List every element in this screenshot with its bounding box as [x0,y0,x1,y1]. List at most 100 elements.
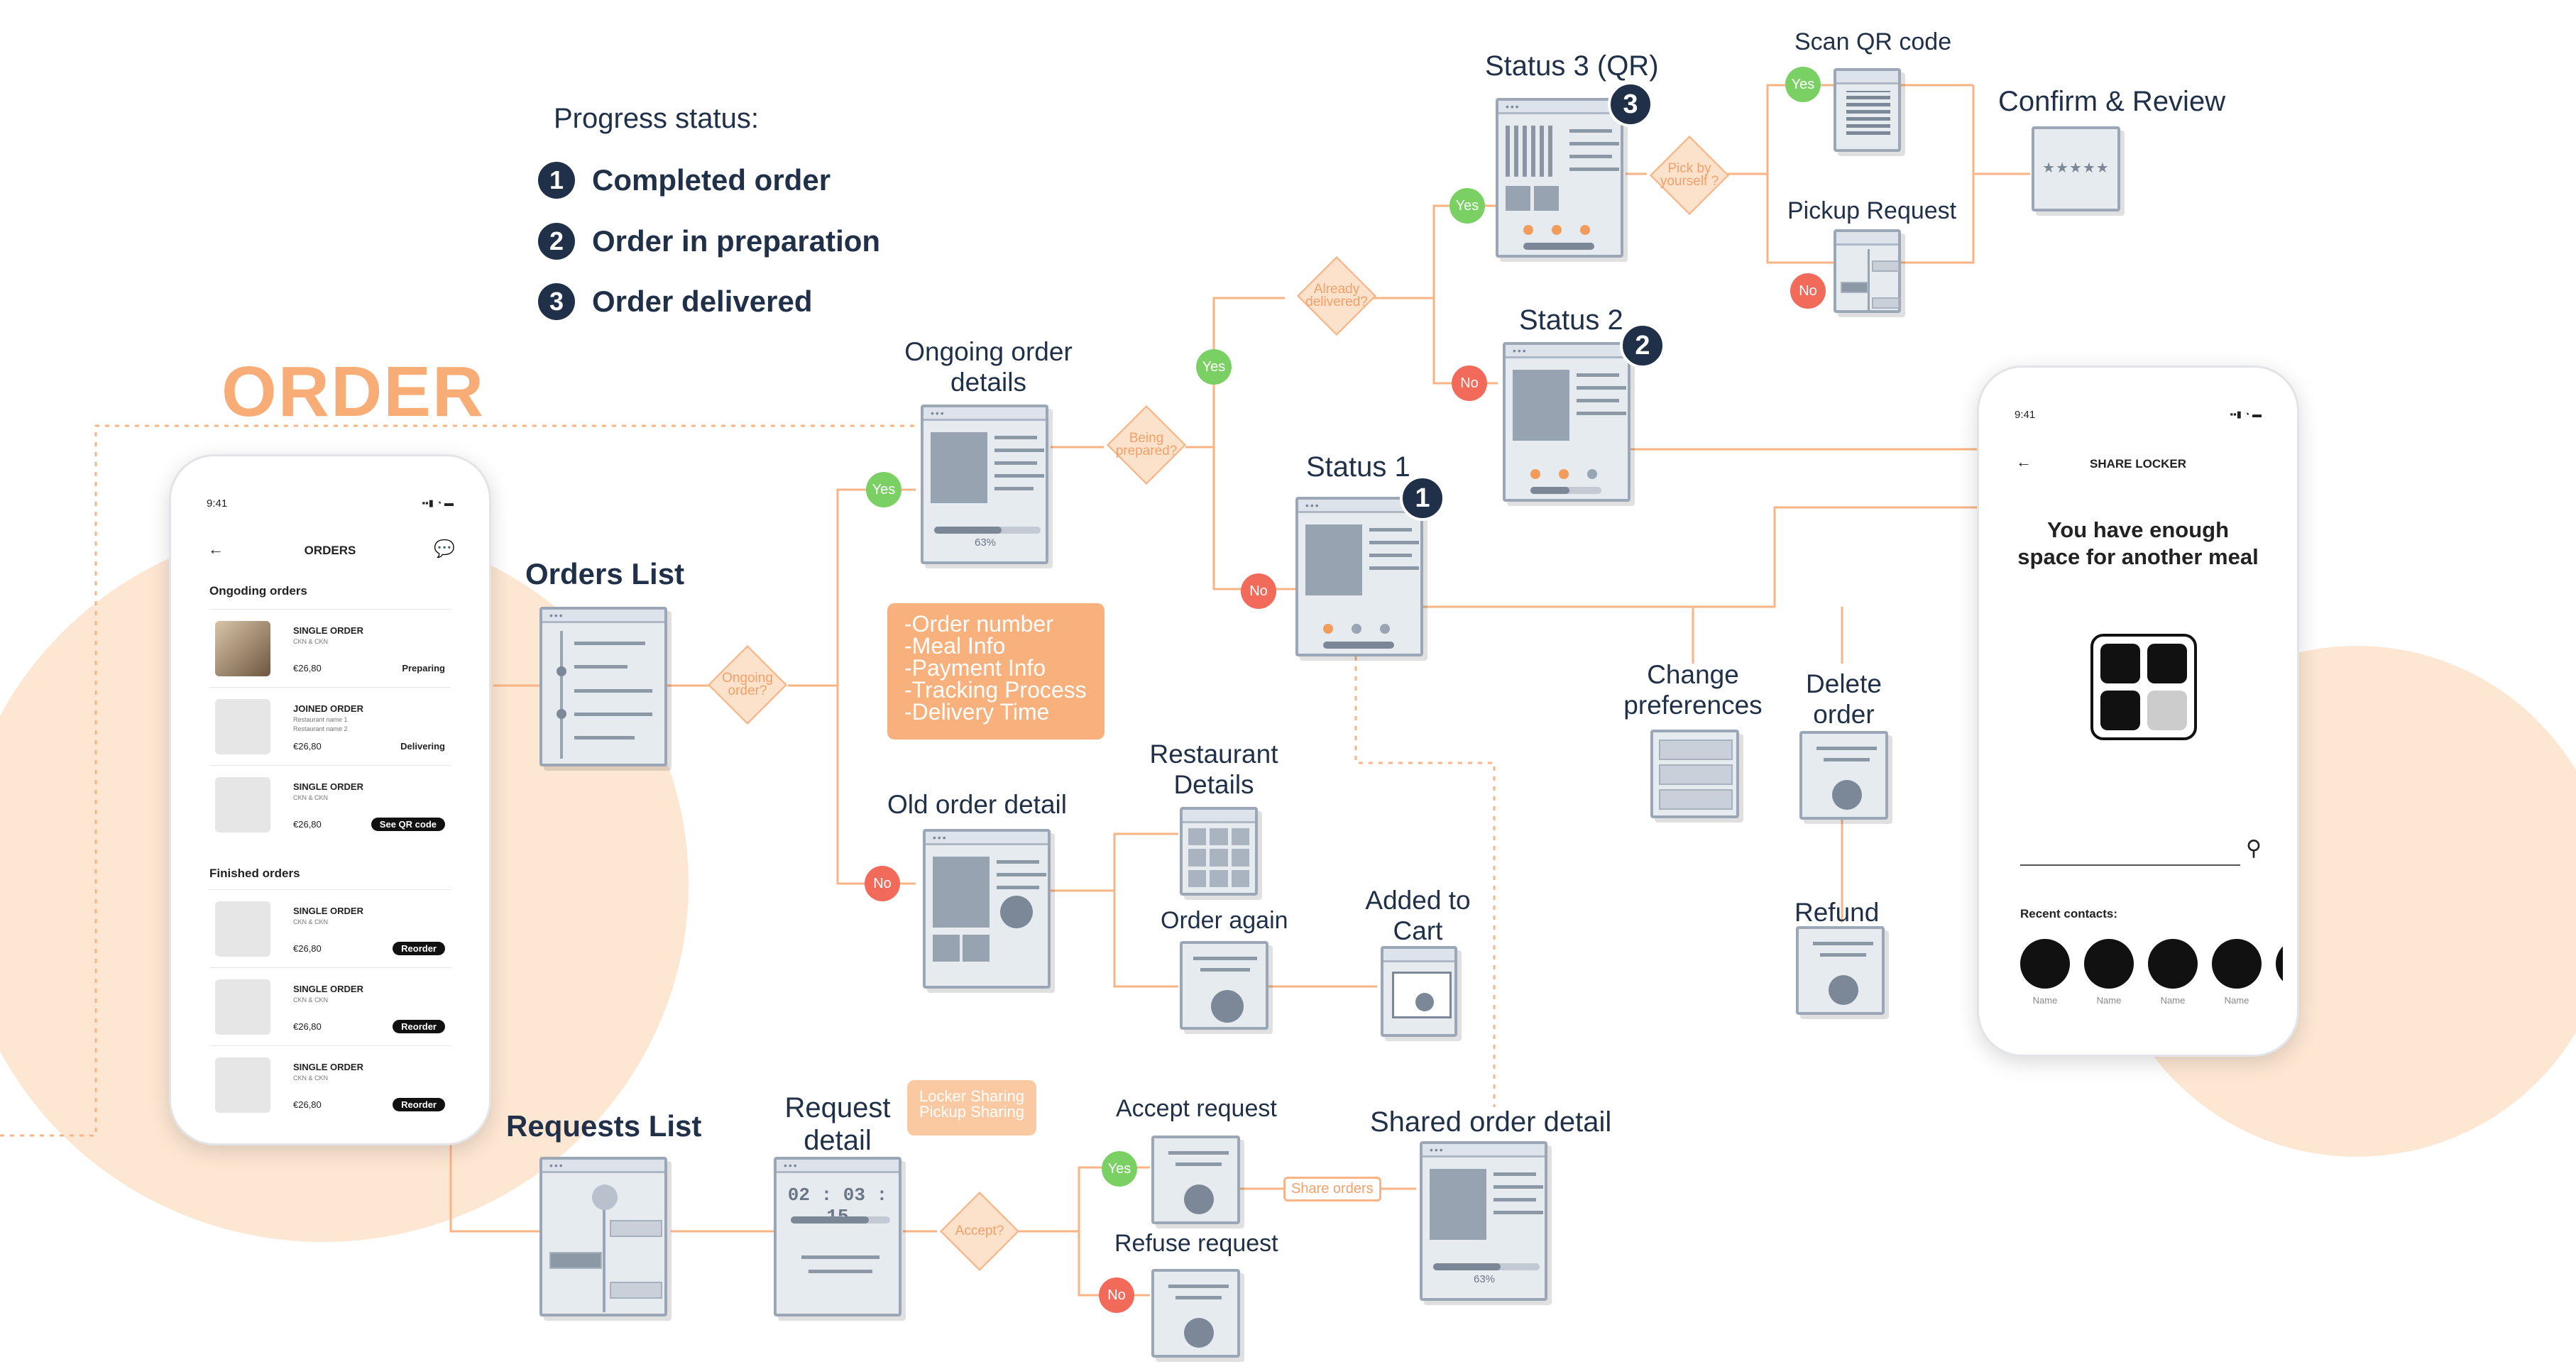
yes-badge: Yes [866,472,901,507]
phone-screen: 9:41 ▪▪▮ ◔ ▬ ← SHARE LOCKER You have eno… [1993,382,2283,1040]
status-time: 9:41 [2015,409,2036,421]
ongoing-order-wireframe[interactable]: ••• 63% [921,405,1048,564]
list-item[interactable]: SINGLE ORDER CKN & CKN €26,80 Preparing [209,609,451,688]
request-detail-label: Request detail [784,1092,891,1156]
reorder-button[interactable]: Reorder [393,942,445,955]
callout-item: Pickup Sharing [919,1103,1024,1121]
ongoing-heading: Ongoding orders [209,584,307,598]
meal-photo-placeholder [215,1057,270,1113]
pickup-request-label: Pickup Request [1787,197,1957,224]
orders-list-wireframe[interactable]: ••• [539,607,667,766]
recent-contacts-heading: Recent contacts: [2020,907,2117,920]
check-icon [1000,896,1033,928]
order-price: €26,80 [293,1021,322,1032]
status1-label: Status 1 [1306,451,1410,483]
added-to-cart-label: Added to Cart [1365,886,1471,945]
meal-photo-placeholder [215,699,270,754]
decision-ongoing-order: Ongoing order? [707,644,788,725]
list-item[interactable]: SINGLE ORDER CKN & CKN €26,80 See QR cod… [209,765,451,844]
contact-name: Name [2096,995,2122,1006]
legend-item-completed: 1 Completed order [538,159,831,202]
order-subtitle: CKN & CKN [293,638,329,645]
contact-name: Name [2160,995,2186,1006]
delete-order-label: Delete order [1806,669,1882,729]
refresh-icon [1211,990,1244,1023]
contact-avatar[interactable] [2148,939,2198,989]
meal-photo-placeholder [215,979,270,1035]
change-preferences-wireframe[interactable] [1650,730,1739,818]
order-price: €26,80 [293,1099,322,1110]
locker-grid-icon [2090,634,2197,740]
legend-heading: Progress status: [554,103,760,134]
delete-order-wireframe[interactable] [1799,731,1888,820]
order-subtitle-2: Restaurant name 2 [293,725,348,732]
finished-heading: Finished orders [209,867,300,880]
order-again-wireframe[interactable] [1180,941,1268,1030]
decision-being-prepared: Being prepared? [1106,405,1187,485]
contact-avatar[interactable] [2020,939,2070,989]
callout-item: -Meal Info [904,633,1006,659]
signal-battery-icon: ▪▪▮ ◔ ▬ [422,497,454,508]
order-price: €26,80 [293,819,322,830]
contact-avatar[interactable] [2276,939,2283,989]
yes-badge: Yes [1449,188,1485,224]
orders-list-label: Orders List [525,557,685,590]
list-item[interactable]: SINGLE ORDER CKN & CKN €26,80 Reorder [209,889,451,968]
added-to-cart-wireframe[interactable] [1381,946,1457,1037]
status1-wireframe[interactable]: ••• [1295,497,1423,656]
back-arrow-icon[interactable]: ← [2016,453,2032,471]
contact-avatar[interactable] [2212,939,2262,989]
list-item[interactable]: SINGLE ORDER CKN & CKN €26,80 Reorder [209,1045,451,1124]
contact-name: Na [2276,995,2283,1006]
order-subtitle: CKN & CKN [293,1074,329,1082]
sharing-callout: Locker Sharing Pickup Sharing [907,1080,1036,1136]
refuse-request-wireframe[interactable] [1151,1269,1240,1358]
requests-list-wireframe[interactable]: ••• [539,1157,667,1316]
accept-request-wireframe[interactable] [1151,1136,1240,1224]
legend-label: Order in preparation [592,224,881,258]
yes-badge: Yes [1785,67,1821,102]
list-item[interactable]: JOINED ORDER Restaurant name 1 Restauran… [209,687,451,766]
check-icon [1829,975,1858,1005]
contact-avatar[interactable] [2084,939,2134,989]
status2-wireframe[interactable]: ••• [1503,342,1630,502]
back-arrow-icon[interactable]: ← [208,540,224,558]
restaurant-details-wireframe[interactable] [1180,807,1258,896]
request-detail-wireframe[interactable]: ••• 02 : 03 : 15 [774,1157,901,1316]
no-badge: No [1790,273,1826,309]
old-order-wireframe[interactable]: ••• [923,829,1051,989]
refund-label: Refund [1794,898,1880,927]
check-icon [1184,1184,1214,1214]
status2-label: Status 2 [1519,304,1623,336]
refund-wireframe[interactable] [1796,926,1885,1015]
scan-qr-wireframe[interactable] [1834,68,1901,152]
no-badge: No [1099,1277,1134,1313]
status3-number-badge: 3 [1608,82,1653,127]
status3-wireframe[interactable]: ••• [1496,98,1623,258]
old-order-detail-label: Old order detail [887,790,1067,819]
shared-order-wireframe[interactable]: ••• 63% [1420,1141,1547,1301]
meal-photo [215,621,270,676]
shared-order-detail-label: Shared order detail [1370,1106,1612,1138]
close-icon [1184,1318,1214,1348]
reorder-button[interactable]: Reorder [393,1020,445,1033]
yes-badge: Yes [1196,349,1232,385]
progress-percentage: 63% [1474,1273,1496,1285]
reorder-button[interactable]: Reorder [393,1098,445,1111]
scan-qr-label: Scan QR code [1794,28,1952,55]
search-input[interactable] [2020,843,2240,866]
status3-label: Status 3 (QR) [1485,50,1659,82]
qr-code-icon [1506,126,1557,177]
order-subtitle: CKN & CKN [293,996,329,1004]
order-details-callout: -Order number -Meal Info -Payment Info -… [887,603,1105,740]
confirm-review-wireframe[interactable]: ★★★★★ [2032,126,2120,211]
search-icon[interactable]: ⚲ [2246,837,2262,860]
star-rating-icon: ★★★★★ [2042,160,2110,176]
see-qr-code-button[interactable]: See QR code [371,818,445,831]
chat-icon[interactable]: 💬 [434,539,455,559]
legend-item-preparation: 2 Order in preparation [538,220,880,263]
close-icon [1832,780,1862,810]
yes-badge: Yes [1102,1151,1137,1187]
pickup-request-wireframe[interactable] [1834,229,1901,313]
list-item[interactable]: SINGLE ORDER CKN & CKN €26,80 Reorder [209,967,451,1046]
